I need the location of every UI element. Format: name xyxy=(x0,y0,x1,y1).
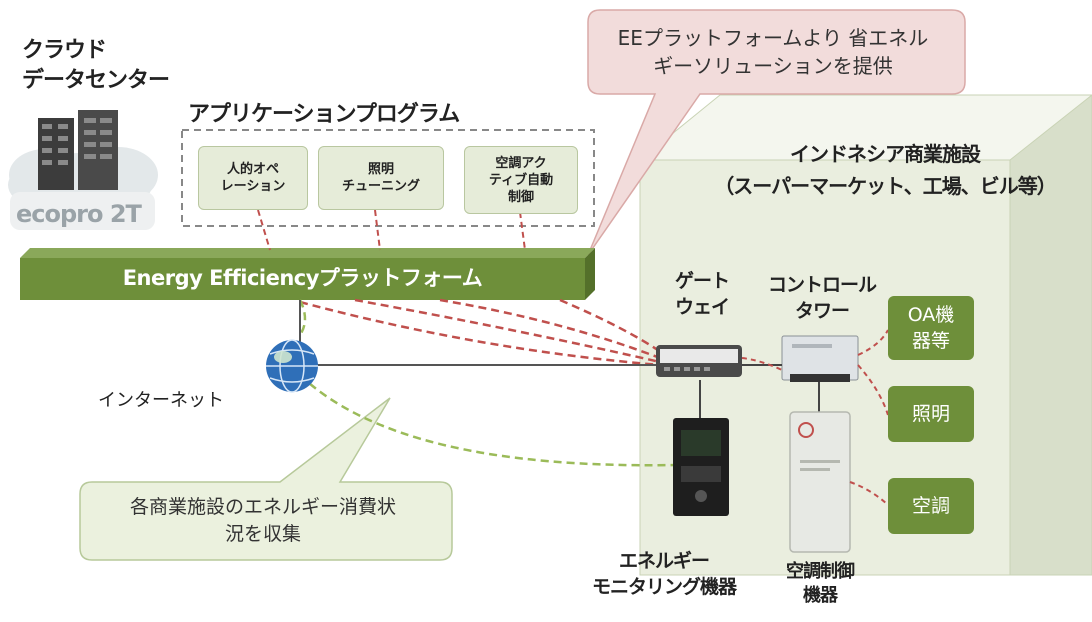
control-tower-label: コントロール タワー xyxy=(767,274,877,322)
energy-monitor-label: エネルギー モニタリング機器 xyxy=(591,550,737,598)
equipment-links xyxy=(849,329,889,506)
platform-bar xyxy=(20,248,595,300)
app-connectors xyxy=(257,209,526,251)
cloud-title: クラウド データセンター xyxy=(22,36,170,96)
internet-label: インターネット xyxy=(98,390,224,411)
app-group-border xyxy=(181,129,595,227)
gateway-device-icon xyxy=(656,345,742,377)
equipment-lighting: 照明 xyxy=(888,386,974,442)
monitor-link xyxy=(298,299,677,467)
app-box-lighting-tuning: 照明チューニング xyxy=(318,146,444,210)
app-box-aircon-control: 空調アクティブ自動制御 xyxy=(464,146,578,214)
app-box-human-operation: 人的オペレーション xyxy=(198,146,308,210)
device-lines xyxy=(699,364,820,418)
internet-line xyxy=(299,300,660,366)
tower-red-link xyxy=(741,357,783,371)
cloud-title-line1: クラウド xyxy=(22,38,107,63)
aircon-control-device-icon xyxy=(789,411,851,553)
globe-icon xyxy=(266,339,318,393)
callout-bottom-shape xyxy=(79,397,453,561)
control-tower-device-icon xyxy=(781,335,859,382)
platform-label: Energy Efficiencyプラットフォーム xyxy=(122,266,483,290)
ecopro-logo: ecopro 2T xyxy=(16,200,142,228)
gateway-label: ゲート ウェイ xyxy=(674,270,730,318)
callout-top-shape xyxy=(587,9,966,256)
equipment-oa: OA機器等 xyxy=(888,296,974,360)
cloud-title-line2: データセンター xyxy=(22,68,170,93)
platform-gateway-links xyxy=(299,298,666,367)
callout-bottom-text: 各商業施設のエネルギー消費状況を収集 xyxy=(129,496,396,545)
cloud-datacenter-icon xyxy=(8,110,158,230)
app-section-title: アプリケーションプログラム xyxy=(188,102,460,127)
callout-top-text: EEプラットフォームより 省エネルギーソリューションを提供 xyxy=(617,26,929,78)
equipment-aircon: 空調 xyxy=(888,478,974,534)
energy-monitor-device-icon xyxy=(673,418,729,516)
facility-title: インドネシア商業施設 （スーパーマーケット、工場、ビル等） xyxy=(714,142,1056,198)
aircon-control-label: 空調制御 機器 xyxy=(786,561,855,606)
